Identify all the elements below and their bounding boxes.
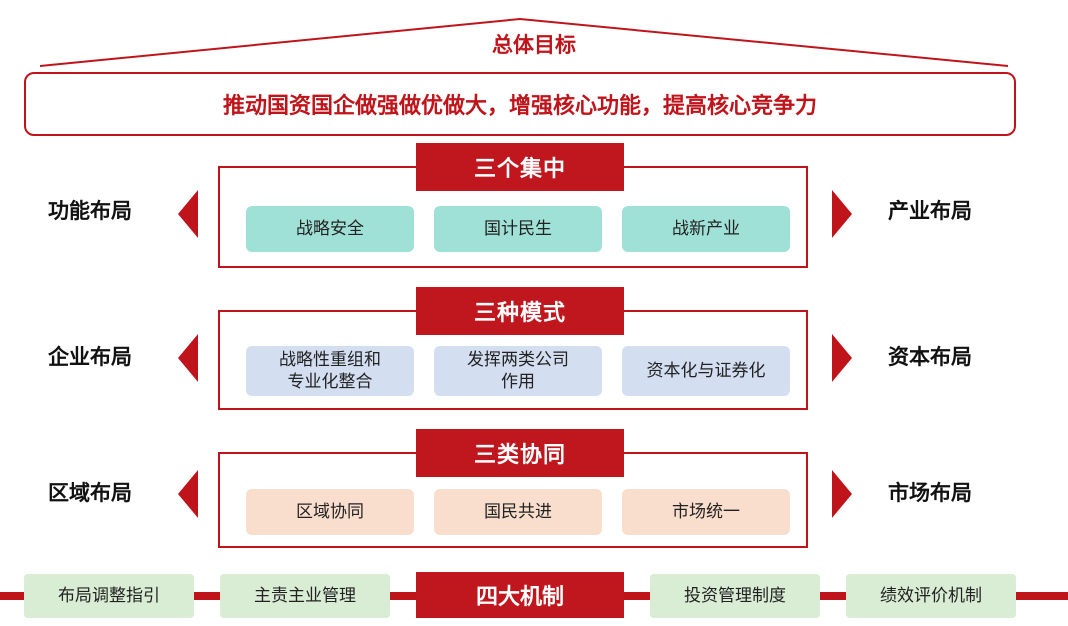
mechanisms-title: 四大机制: [416, 572, 624, 618]
section-1-item-1: 战略安全: [246, 206, 414, 252]
section-1-left-label: 功能布局: [48, 199, 132, 223]
right-arrow-icon: [832, 190, 852, 238]
section-1-item-3: 战新产业: [622, 206, 790, 252]
section-2-item-3: 资本化与证券化: [622, 346, 790, 396]
section-3-item-2: 国民共进: [434, 489, 602, 535]
section-2-left-label: 企业布局: [48, 345, 132, 369]
roof-line: [39, 17, 1009, 67]
mechanism-item-1: 布局调整指引: [24, 574, 194, 618]
section-2-item-1: 战略性重组和专业化整合: [246, 346, 414, 396]
section-3-item-3: 市场统一: [622, 489, 790, 535]
section-1-right-label: 产业布局: [888, 199, 972, 223]
section-2-item-1-line-1: 战略性重组和: [279, 350, 381, 370]
left-arrow-icon: [178, 190, 198, 238]
right-arrow-icon: [832, 470, 852, 518]
roof-outline: [39, 17, 1009, 67]
mechanism-item-4: 绩效评价机制: [846, 574, 1016, 618]
section-3-item-1: 区域协同: [246, 489, 414, 535]
section-1-item-2: 国计民生: [434, 206, 602, 252]
section-2-item-2-line-2: 作用: [501, 372, 535, 392]
left-arrow-icon: [178, 470, 198, 518]
section-title-2: 三种模式: [416, 287, 624, 335]
section-2-item-2: 发挥两类公司作用: [434, 346, 602, 396]
section-2-item-2-line-1: 发挥两类公司: [467, 350, 569, 370]
overall-goal-statement: 推动国资国企做强做优做大，增强核心功能，提高核心竞争力: [24, 72, 1016, 136]
section-title-1: 三个集中: [416, 143, 624, 191]
overall-goal-title: 总体目标: [492, 33, 576, 57]
left-arrow-icon: [178, 334, 198, 382]
section-2-item-1-line-2: 专业化整合: [287, 372, 373, 392]
section-3-left-label: 区域布局: [48, 481, 132, 505]
right-arrow-icon: [832, 334, 852, 382]
mechanism-item-2: 主责主业管理: [220, 574, 390, 618]
section-title-3: 三类协同: [416, 429, 624, 477]
section-3-right-label: 市场布局: [888, 481, 972, 505]
section-2-right-label: 资本布局: [888, 345, 972, 369]
mechanism-item-3: 投资管理制度: [650, 574, 820, 618]
